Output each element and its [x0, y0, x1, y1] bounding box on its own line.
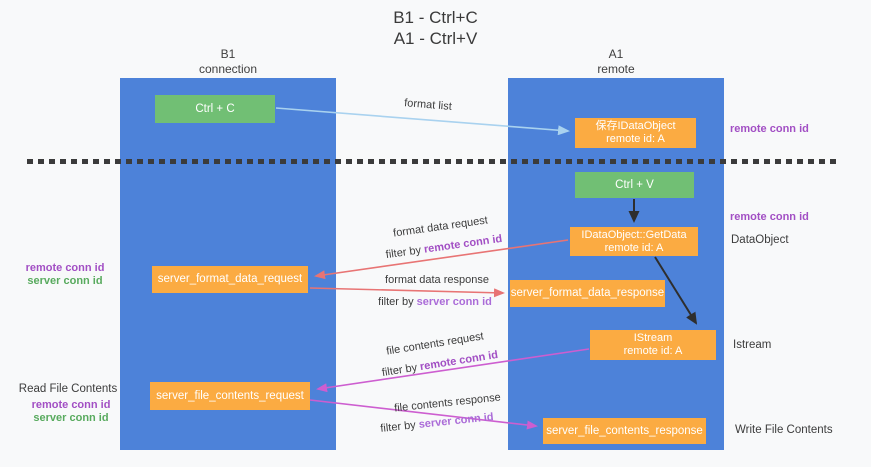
- ctrl-c-node: Ctrl + C: [155, 95, 275, 123]
- diagram-title: B1 - Ctrl+C A1 - Ctrl+V: [0, 7, 871, 49]
- title-line-2: A1 - Ctrl+V: [393, 29, 478, 48]
- save-dataobject-line2: remote id: A: [606, 133, 665, 145]
- right-remote-conn-id-top: remote conn id: [730, 123, 809, 135]
- format-data-response-label: format data response: [385, 274, 489, 286]
- left-format-conn-id-group: remote conn id server conn id: [18, 262, 112, 288]
- format-list-arrow: [275, 107, 570, 136]
- server-format-data-request-node: server_format_data_request: [152, 266, 308, 293]
- istream-line2: remote id: A: [623, 345, 683, 357]
- getdata-to-istream-arrow: [654, 256, 698, 325]
- ctrl-v-node: Ctrl + V: [575, 172, 694, 198]
- lane-header-a1: A1 remote: [508, 47, 724, 77]
- ctrl-v-label: Ctrl + V: [615, 178, 654, 191]
- lane-header-b1: B1 connection: [120, 47, 336, 77]
- format-data-response-filter-label: filter by server conn id: [374, 296, 496, 308]
- istream-line1: IStream: [633, 332, 673, 344]
- left-remote-conn-id-1: remote conn id: [25, 262, 105, 274]
- getdata-node: IDataObject::GetData remote id: A: [570, 227, 698, 256]
- title-line-1: B1 - Ctrl+C: [393, 8, 478, 27]
- right-write-file-contents-label: Write File Contents: [735, 424, 833, 436]
- lane-a1-name: A1: [608, 47, 624, 61]
- format-data-response-arrow: [309, 287, 505, 298]
- server-file-contents-request-label: server_file_contents_request: [156, 389, 304, 402]
- format-data-request-arrow: [314, 239, 569, 280]
- ctrl-c-label: Ctrl + C: [195, 102, 235, 115]
- right-remote-conn-id-mid: remote conn id: [730, 211, 809, 223]
- file-contents-response-arrow: [309, 399, 538, 430]
- server-file-contents-request-node: server_file_contents_request: [150, 382, 310, 410]
- lane-b1-subtitle: connection: [198, 62, 258, 76]
- left-server-conn-id-1: server conn id: [27, 275, 103, 287]
- save-dataobject-line1: 保存IDataObject: [595, 120, 676, 132]
- left-file-conn-id-group: remote conn id server conn id: [24, 399, 118, 425]
- getdata-line2: remote id: A: [604, 241, 664, 254]
- server-format-data-request-label: server_format_data_request: [157, 273, 303, 285]
- server-format-data-response-label: server_format_data_response: [510, 287, 665, 299]
- right-dataobject-label: DataObject: [731, 234, 789, 246]
- left-server-conn-id-2: server conn id: [33, 412, 109, 424]
- lane-b1-name: B1: [220, 47, 236, 61]
- separator-dashed-line: [27, 159, 838, 164]
- save-dataobject-node: 保存IDataObject remote id: A: [575, 118, 696, 148]
- filter-server-conn-id-1: server conn id: [416, 296, 492, 308]
- left-remote-conn-id-2: remote conn id: [31, 399, 111, 411]
- server-file-contents-response-node: server_file_contents_response: [543, 418, 706, 444]
- right-istream-label: Istream: [733, 339, 772, 351]
- lane-a1-subtitle: remote: [597, 62, 635, 76]
- istream-node: IStream remote id: A: [590, 330, 716, 360]
- server-format-data-response-node: server_format_data_response: [510, 280, 665, 307]
- filter-by-text-2: filter by: [378, 296, 417, 308]
- left-read-file-contents-label: Read File Contents: [18, 383, 118, 395]
- file-contents-request-arrow: [316, 348, 590, 393]
- getdata-line1: IDataObject::GetData: [581, 228, 687, 241]
- server-file-contents-response-label: server_file_contents_response: [546, 424, 703, 437]
